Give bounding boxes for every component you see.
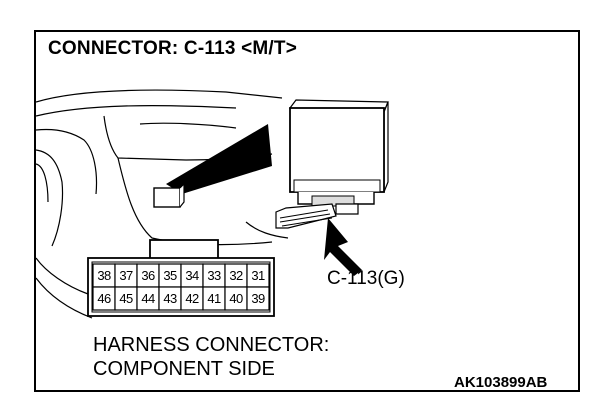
pin-number: 43 <box>163 291 177 306</box>
pin-cell <box>246 286 270 311</box>
pin-number: 38 <box>97 268 111 283</box>
pin-number: 39 <box>251 291 265 306</box>
connector-pin-grid: 38 37 36 35 34 33 32 31 46 45 44 43 42 41 40 39 <box>92 263 270 311</box>
caption-line-2: COMPONENT SIDE <box>93 358 275 380</box>
diagram-title: CONNECTOR: C-113 <M/T> <box>48 38 297 59</box>
pin-number: 45 <box>119 291 133 306</box>
pin-number: 32 <box>229 268 243 283</box>
pin-number: 41 <box>207 291 221 306</box>
dashboard-illustration <box>36 89 289 319</box>
connector-location-marker <box>153 124 272 208</box>
pin-number: 34 <box>185 268 199 283</box>
diagram-artwork: 38 37 36 35 34 33 32 31 46 45 44 43 42 41 40 39 <box>36 89 389 319</box>
diagram-frame: CONNECTOR: C-113 <M/T> <box>34 30 580 392</box>
pin-number: 46 <box>97 291 111 306</box>
pin-number: 33 <box>207 268 221 283</box>
pointer-arrow <box>324 218 362 276</box>
pin-number: 35 <box>163 268 177 283</box>
connector-callout-label: C-113(G) <box>327 268 405 289</box>
pin-number: 40 <box>229 291 243 306</box>
caption-line-1: HARNESS CONNECTOR: <box>93 334 330 356</box>
caption: HARNESS CONNECTOR: COMPONENT SIDE <box>93 333 329 381</box>
pin-number: 37 <box>119 268 133 283</box>
pin-number: 44 <box>141 291 155 306</box>
pin-number: 31 <box>251 268 265 283</box>
pin-number: 42 <box>185 291 199 306</box>
pin-number: 36 <box>141 268 155 283</box>
reference-code: AK103899AB <box>454 374 548 391</box>
control-unit-box <box>275 99 389 229</box>
